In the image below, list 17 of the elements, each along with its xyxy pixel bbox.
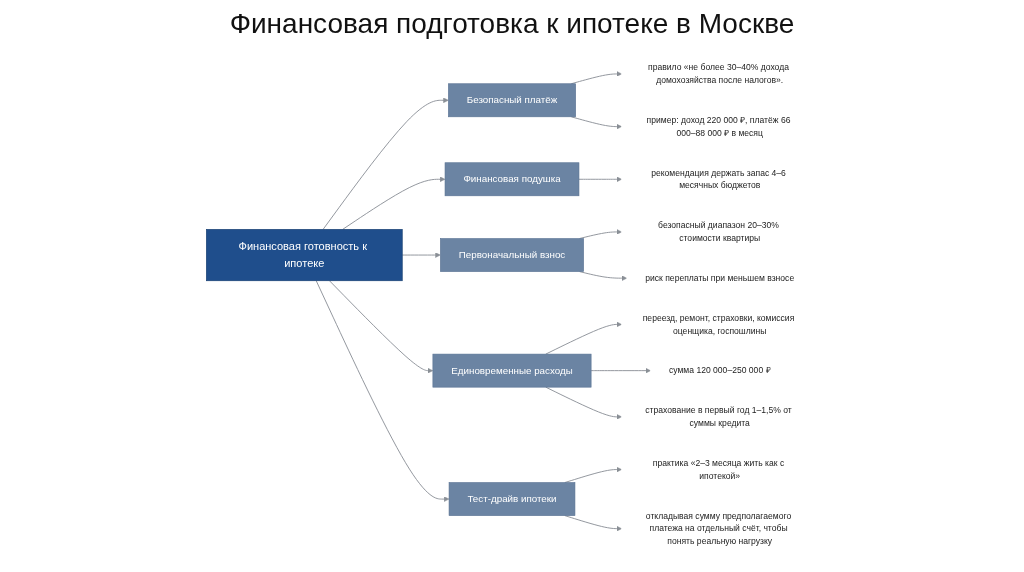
node-box: Первоначальный взнос bbox=[440, 237, 584, 272]
node-text: безопасный диапазон 20–30% стоимости квартиры bbox=[658, 219, 779, 243]
diagram-title: Финансовая подготовка к ипотеке в Москве bbox=[228, 8, 796, 40]
node-box: Безопасный платёж bbox=[448, 82, 576, 117]
node-box: Финансовая подушка bbox=[444, 161, 580, 196]
node-box: Единовременные расходы bbox=[432, 353, 592, 387]
node-box: Финансовая готовность к ипотеке bbox=[206, 228, 403, 281]
node-text: риск переплаты при меньшем взносе bbox=[645, 272, 795, 283]
node-text: страхование в первый год 1–1,5% от суммы кредита bbox=[645, 404, 792, 428]
node-text: пример: доход 220 000 ₽, платёж 66 000–88 000 ₽ в месяц bbox=[646, 114, 791, 138]
node-text: практика «2–3 месяца жить как с ипотекой» bbox=[652, 457, 785, 481]
node-text: переезд, ремонт, страховки, комиссия оценщика, госпошлины bbox=[642, 312, 795, 335]
node-box: Тест-драйв ипотеки bbox=[448, 481, 576, 516]
node-text: сумма 120 000–250 000 ₽ bbox=[668, 364, 771, 375]
node-text: правило «не более 30–40% дохода домохозяйства после налогов». bbox=[648, 61, 789, 85]
node-text: рекомендация держать запас 4–6 месячных бюджетов bbox=[651, 167, 786, 190]
node-text: откладывая сумму предполагаемого платежа на отдельный счёт, чтобы понять реальную нагрузку bbox=[645, 510, 792, 546]
